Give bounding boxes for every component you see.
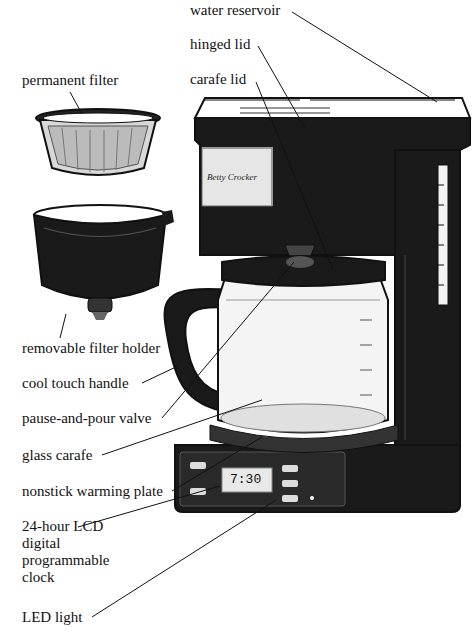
clock-display: 7:30 <box>230 473 261 487</box>
part-label: nonstick warming plate <box>22 483 163 500</box>
glass-carafe-drawing <box>165 256 399 453</box>
part-label: 24-hour LCD digital programmable clock <box>22 518 117 586</box>
part-label: pause-and-pour valve <box>22 410 152 427</box>
leader-lines <box>60 12 437 617</box>
brand-logo: Betty Crocker <box>207 172 257 182</box>
part-label: carafe lid <box>190 71 246 88</box>
part-label: permanent filter <box>22 72 118 89</box>
coffee-maker-body <box>175 98 470 512</box>
permanent-filter-drawing <box>36 109 160 175</box>
part-label: water reservoir <box>190 2 280 19</box>
part-label: glass carafe <box>22 447 92 464</box>
part-label: removable filter holder <box>22 340 160 357</box>
part-label: LED light <box>22 609 82 626</box>
part-label: hinged lid <box>190 36 250 53</box>
filter-holder-drawing <box>34 205 174 320</box>
part-label: cool touch handle <box>22 375 129 392</box>
